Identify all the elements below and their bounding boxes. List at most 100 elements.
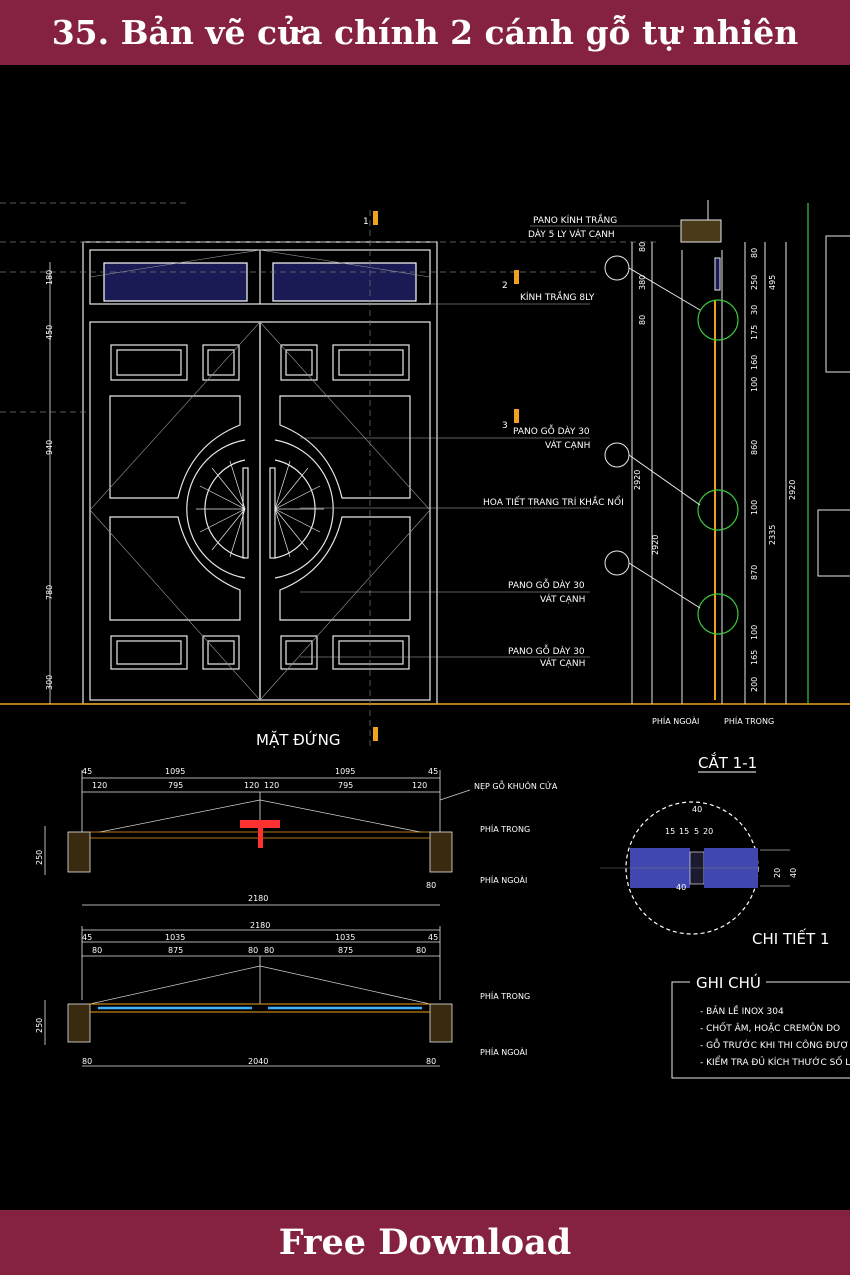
sec-dim-s5: 2920: [651, 535, 660, 555]
plan-bottom-875a: 875: [168, 946, 183, 955]
label-inside-top: PHÍA TRONG: [480, 823, 530, 834]
plan-bottom-2180: 2180: [250, 921, 270, 930]
elev-dim-4: 780: [45, 585, 54, 600]
sec-dim-s15: 100: [750, 625, 759, 640]
plan-top-120c: 120: [264, 781, 279, 790]
download-label: Free Download: [278, 1222, 572, 1263]
sec-dim-s4: 2920: [633, 470, 642, 490]
plan-top: [44, 770, 471, 906]
label-glass-panel: PANO KÍNH TRẮNG: [533, 213, 617, 226]
plan-bottom-80d: 80: [416, 946, 426, 955]
plan-top-795a: 795: [168, 781, 183, 790]
sec-dim-s20: 2920: [788, 480, 797, 500]
plan-top-795b: 795: [338, 781, 353, 790]
sec-dim-s11: 100: [750, 377, 759, 392]
label-wood-panel-c2: VÁT CẠNH: [540, 657, 585, 669]
sec-dim-s9: 175: [750, 325, 759, 340]
plan-bottom-2040: 2040: [248, 1057, 268, 1066]
label-wood-panel-a: PANO GỖ DÀY 30: [513, 424, 590, 437]
sec-dim-s19: 2335: [768, 525, 777, 545]
detail-dim-t5: 5: [694, 827, 699, 836]
plan-top-120b: 120: [244, 781, 259, 790]
sec-dim-s8: 30: [750, 305, 759, 315]
download-button[interactable]: Free Download: [0, 1210, 850, 1275]
note-item: - KIỂM TRA ĐỦ KÍCH THƯỚC SỐ L: [700, 1055, 850, 1068]
section-mark-3: 3: [502, 421, 508, 431]
elev-dim-3: 940: [45, 440, 54, 455]
sec-dim-s17: 200: [750, 677, 759, 692]
detail-circle: [600, 801, 790, 935]
elevation-title: MẶT ĐỨNG: [256, 730, 340, 749]
plan-bottom-80f: 80: [426, 1057, 436, 1066]
plan-top-1095b: 1095: [335, 767, 355, 776]
sec-dim-s12: 860: [750, 440, 759, 455]
plan-top-120d: 120: [412, 781, 427, 790]
plan-bottom: [44, 926, 453, 1067]
plan-bottom-1035a: 1035: [165, 933, 185, 942]
section-title: CẮT 1-1: [698, 751, 757, 772]
detail-dim-t15a: 15: [665, 827, 675, 836]
plan-top-2180: 2180: [248, 894, 268, 903]
vertical-section: [631, 200, 787, 704]
note-item: - CHỐT ÂM, HOẶC CREMÔN DO: [700, 1021, 840, 1034]
door-elevation: [82, 241, 438, 705]
plan-top-45a: 45: [82, 767, 92, 776]
plan-top-45b: 45: [428, 767, 438, 776]
label-inside-section: PHÍA TRONG: [724, 715, 774, 726]
label-glass-panel-2: DÀY 5 LY VÁT CẠNH: [528, 228, 615, 240]
label-wood-panel-b: PANO GỖ DÀY 30: [508, 578, 585, 591]
plan-bottom-1035b: 1035: [335, 933, 355, 942]
label-inside-bottom: PHÍA TRONG: [480, 990, 530, 1001]
detail-dim-r40: 40: [789, 868, 798, 878]
notes-box: [671, 981, 850, 1079]
sec-dim-s6: 80: [750, 248, 759, 258]
plan-top-120a: 120: [92, 781, 107, 790]
note-item: - GỖ TRƯỚC KHI THI CÔNG ĐƯỢ: [700, 1038, 849, 1051]
plan-bottom-250: 250: [35, 1018, 44, 1033]
detail-title: CHI TIẾT 1: [752, 927, 829, 948]
notes-title: GHI CHÚ: [696, 973, 761, 992]
plan-bottom-80e: 80: [82, 1057, 92, 1066]
sec-dim-s16: 165: [750, 650, 759, 665]
elev-dim-1: 180: [45, 270, 54, 285]
label-wood-panel-a2: VÁT CẠNH: [545, 439, 590, 451]
label-wood-panel-c: PANO GỖ DÀY 30: [508, 644, 585, 657]
sec-dim-s3: 80: [638, 315, 647, 325]
detail-dim-t20: 20: [703, 827, 713, 836]
sec-dim-s7: 250: [750, 275, 759, 290]
elev-dim-2: 450: [45, 325, 54, 340]
sec-dim-s1: 80: [638, 242, 647, 252]
sec-dim-s10: 160: [750, 355, 759, 370]
elev-dim-5: 300: [45, 675, 54, 690]
sec-dim-s2: 380: [638, 275, 647, 290]
sec-dim-s14: 870: [750, 565, 759, 580]
note-item: - BẢN LỀ INOX 304: [700, 1004, 784, 1017]
label-outside-section: PHÍA NGOÀI: [652, 715, 699, 726]
page-title: 35. Bản vẽ cửa chính 2 cánh gỗ tự nhiên: [51, 13, 799, 52]
section-mark-2: 2: [502, 281, 508, 291]
label-outside-bottom: PHÍA NGOÀI: [480, 1046, 527, 1057]
cad-drawing: 180 450 940 780 300 1 2 3 PANO KÍNH TRẮN…: [0, 200, 850, 1079]
detail-dim-r20: 20: [773, 868, 782, 878]
plan-top-250: 250: [35, 850, 44, 865]
plan-bottom-80c: 80: [264, 946, 274, 955]
label-wood-panel-b2: VÁT CẠNH: [540, 593, 585, 605]
plan-bottom-45b: 45: [428, 933, 438, 942]
title-banner: 35. Bản vẽ cửa chính 2 cánh gỗ tự nhiên: [0, 0, 850, 65]
sec-dim-s13: 100: [750, 500, 759, 515]
label-outside-top: PHÍA NGOÀI: [480, 874, 527, 885]
plan-bottom-45a: 45: [82, 933, 92, 942]
sec-dim-s18: 495: [768, 275, 777, 290]
section-mark-1: 1: [363, 217, 369, 227]
plan-top-80: 80: [426, 881, 436, 890]
plan-bottom-80a: 80: [92, 946, 102, 955]
detail-dim-t15b: 15: [679, 827, 689, 836]
detail-dim-t40: 40: [692, 805, 702, 814]
plan-bottom-80b: 80: [248, 946, 258, 955]
label-carving: HOA TIẾT TRANG TRÍ KHẮC NỔI: [483, 495, 624, 508]
label-glass-8ly: KÍNH TRẮNG 8LY: [520, 290, 595, 303]
detail-dim-b40: 40: [676, 883, 686, 892]
plan-top-1095a: 1095: [165, 767, 185, 776]
label-frame-trim: NẸP GỖ KHUÔN CỬA: [474, 779, 558, 792]
plan-bottom-875b: 875: [338, 946, 353, 955]
